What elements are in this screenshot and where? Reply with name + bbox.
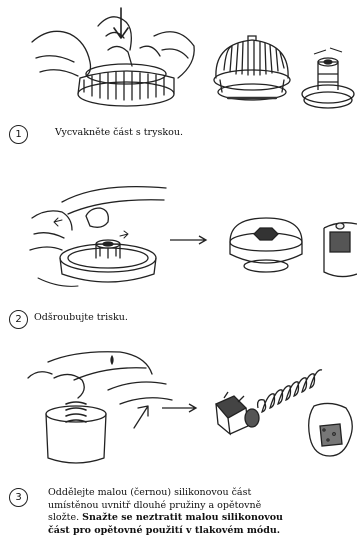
step-number: 2 [9,310,28,329]
step-caption: Oddělejte malou (černou) silikonovou čás… [48,487,283,537]
step-caption: Odšroubujte trisku. [34,312,128,325]
nozzle-icon [320,216,357,284]
hand-press-icon [28,6,198,112]
arrow-right-icon [160,402,200,414]
hand-press-icon [26,344,176,472]
nozzle-icon [300,44,357,114]
nozzle-cap-icon [224,212,308,284]
caption-line: Oddělejte malou (černou) silikonovou čás… [48,487,283,500]
caption-warning-line: část pro opětovné použití v tlakovém mód… [48,525,283,538]
step-caption: Vycvakněte část s tryskou. [55,127,183,140]
step-number: 3 [9,488,28,507]
step-1: 1 Vycvakněte část s tryskou. [0,0,357,170]
step-2: 2 Odšroubujte trisku. [0,170,357,340]
caption-text: složte. [48,512,79,523]
step-3: 3 Oddělejte malou (černou) silikonovou č… [0,340,357,543]
step-number: 1 [9,125,28,144]
caption-line: složte. Snažte se neztratit malou siliko… [48,512,283,525]
hand-unscrew-icon [28,178,168,296]
lens-magnifier-icon [304,400,356,460]
arrow-right-icon [168,234,210,246]
caption-line: umístěnou uvnitř dlouhé pružiny a opětov… [48,500,283,513]
nozzle-cap-icon [208,34,296,108]
caption-warning: Snažte se neztratit malou silikonovou [82,512,283,523]
